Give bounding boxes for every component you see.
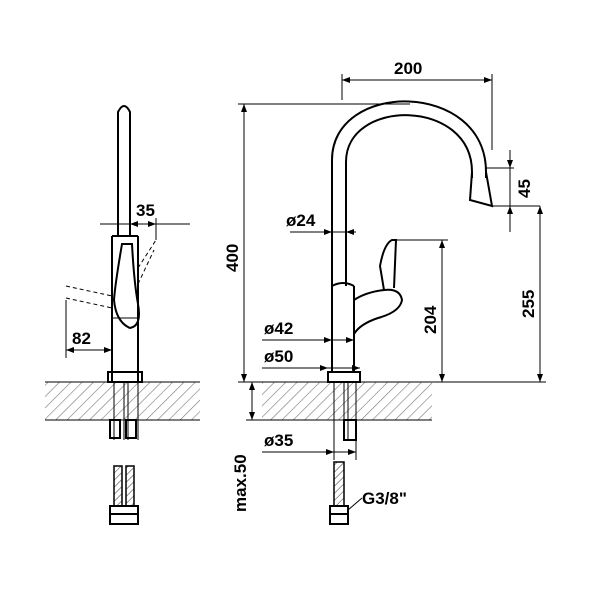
dim-200-label: 200 (394, 59, 422, 78)
dim-d35-label: ø35 (264, 431, 293, 450)
front-lever (353, 288, 404, 335)
dim-d24-label: ø24 (286, 211, 316, 230)
dim-255-label: 255 (519, 290, 538, 318)
side-shank (113, 382, 139, 440)
countertop-side (45, 382, 200, 420)
front-spout-inner (345, 114, 473, 286)
thread-label: G3/8" (362, 489, 407, 508)
dim-d42-label: ø42 (264, 319, 293, 338)
side-lever (112, 243, 140, 330)
side-hose-left (113, 465, 123, 507)
dim-max50-label: max.50 (231, 454, 250, 512)
countertop-front (262, 382, 432, 420)
side-lever-dashed-front (65, 285, 113, 309)
dim-d50-label: ø50 (264, 347, 293, 366)
front-shank (333, 382, 357, 440)
front-spout-head (468, 171, 494, 208)
side-lever-dashed-back (137, 239, 157, 285)
side-hose-right (125, 465, 135, 507)
dim-204-label: 204 (421, 305, 440, 334)
side-view: 35 82 (45, 105, 200, 525)
front-lever-handle (378, 239, 398, 291)
dim-82-label: 82 (72, 329, 91, 348)
front-body (331, 282, 355, 372)
front-view: 200 400 45 255 204 ø24 (223, 59, 546, 525)
front-hose (333, 461, 345, 507)
dim-45-label: 45 (515, 179, 534, 198)
front-spout-outer (331, 100, 487, 286)
dim-400-label: 400 (223, 244, 242, 272)
side-spout (117, 105, 131, 236)
dim-35-label: 35 (136, 201, 155, 220)
